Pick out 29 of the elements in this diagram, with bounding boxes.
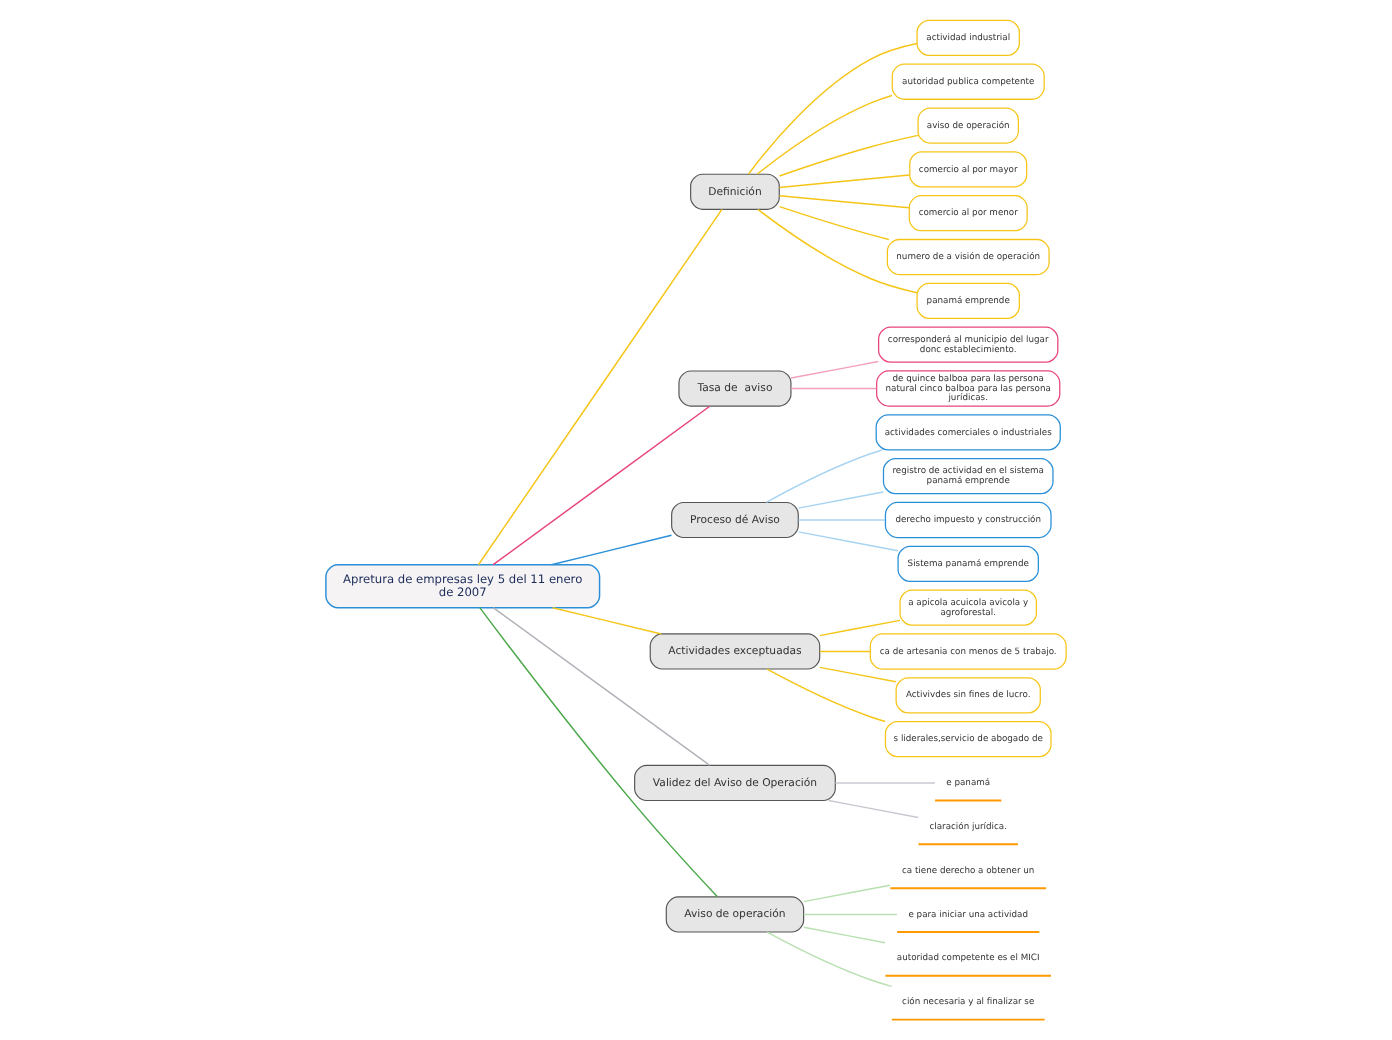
connector [778, 205, 890, 241]
connector [492, 606, 711, 767]
connector [803, 926, 886, 944]
connector [797, 531, 899, 552]
connector [834, 782, 936, 784]
connector [757, 208, 918, 294]
connector [477, 208, 723, 566]
connector [765, 449, 883, 504]
connector [803, 884, 891, 903]
connector [551, 606, 662, 635]
connector [766, 931, 893, 988]
connector [778, 174, 911, 189]
connector [819, 619, 901, 637]
connector [778, 134, 919, 177]
connector [790, 360, 879, 379]
connector [803, 913, 898, 916]
connector [819, 650, 871, 653]
connector [797, 519, 886, 521]
connector [778, 195, 910, 209]
connector [819, 666, 897, 683]
connector [827, 799, 920, 819]
connector [756, 94, 893, 175]
connector [797, 491, 885, 509]
connector [479, 606, 719, 898]
connector [550, 534, 673, 566]
connector [766, 668, 886, 723]
connector [790, 387, 878, 390]
connector [492, 405, 711, 566]
connector [747, 42, 918, 175]
